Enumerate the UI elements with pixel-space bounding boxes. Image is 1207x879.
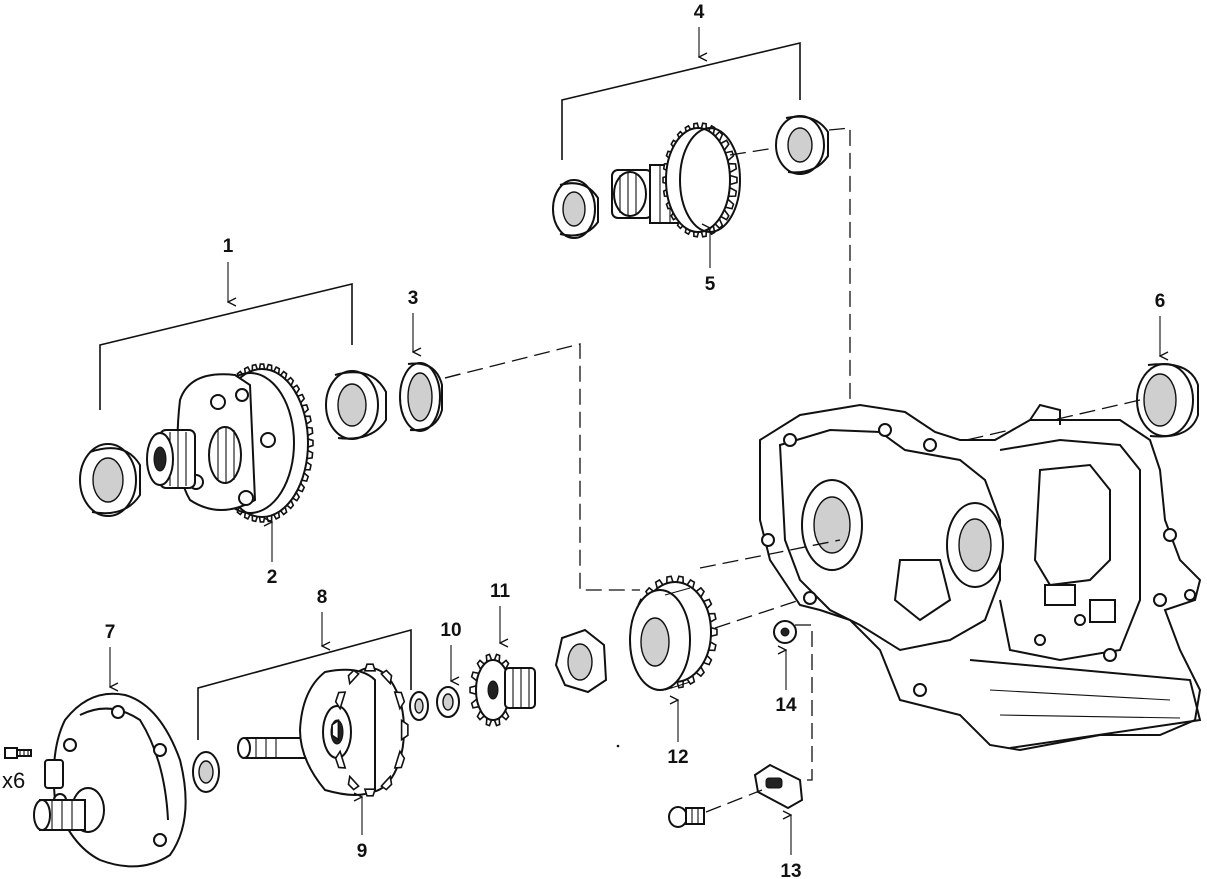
bolt-x6: x6: [2, 747, 32, 793]
differential-assembly: [146, 363, 314, 523]
callout-14: 14: [775, 695, 797, 716]
callout-3: 3: [408, 288, 419, 309]
thrust-washer-8: [192, 751, 220, 793]
extension-housing-7: 7: [33, 622, 187, 868]
transaxle-case: [759, 403, 1202, 752]
callout-9: 9: [357, 841, 368, 862]
callout-8-group: 8: [197, 587, 412, 740]
callout-1: 1: [223, 236, 234, 257]
callout-1-group: 1: [99, 236, 353, 410]
washer-10: [409, 686, 460, 721]
callout-4-group: 4: [561, 2, 801, 160]
bearing-race-left-1: [79, 443, 141, 517]
bearing-race-left-4: [552, 179, 599, 239]
lock-plate-13: [753, 763, 804, 810]
callout-7: 7: [105, 622, 116, 643]
sun-gear-11: 11: [469, 581, 536, 727]
bearing-race-right-1: [325, 370, 387, 440]
output-shaft-planetary-9: [237, 663, 409, 797]
callout-12: 12: [667, 747, 688, 768]
callout-10: 10: [440, 620, 461, 641]
callout-6: 6: [1155, 291, 1166, 312]
counter-drive-gear-12: [629, 575, 718, 691]
counter-driven-gear: [611, 122, 741, 238]
callout-11: 11: [490, 581, 511, 602]
quantity-x6: x6: [2, 768, 25, 793]
bolt-13: [668, 789, 763, 828]
callout-4: 4: [694, 2, 705, 23]
lock-nut: [554, 628, 608, 694]
plug-14: [773, 620, 797, 644]
shim-3: 3: [399, 288, 443, 432]
callout-2: 2: [267, 567, 278, 588]
callout-13: 13: [780, 861, 801, 879]
callout-8: 8: [317, 587, 328, 608]
callout-5: 5: [705, 274, 716, 295]
oil-seal-6: 6: [1136, 291, 1199, 438]
bearing-race-right-4: [775, 115, 829, 175]
